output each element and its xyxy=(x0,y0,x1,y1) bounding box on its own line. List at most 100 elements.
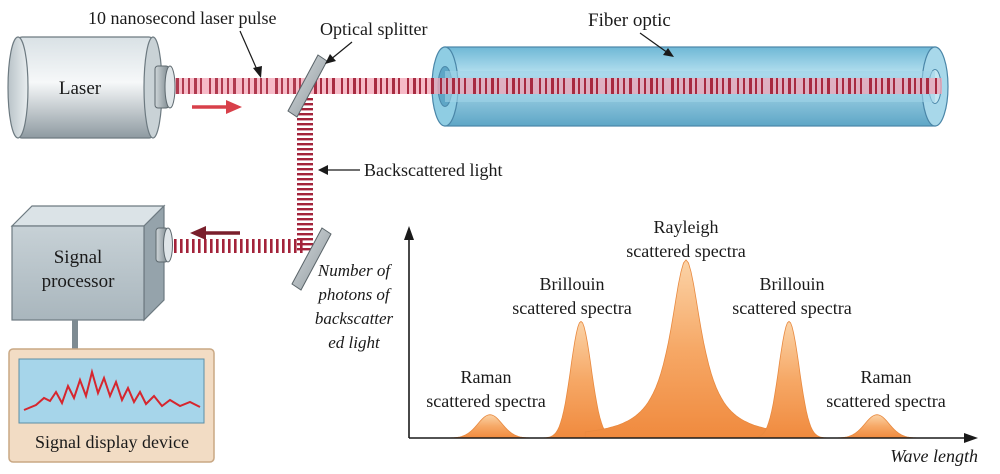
pulse-dash xyxy=(227,78,229,94)
pulse-dash xyxy=(545,78,547,94)
pulse-dash xyxy=(473,78,476,94)
pulse-dash xyxy=(848,78,851,94)
pulse-dash xyxy=(662,78,664,94)
backscatter-dash xyxy=(297,198,313,201)
backscatter-dash xyxy=(297,193,313,196)
backscatter-dash xyxy=(297,178,313,181)
pulse-dash xyxy=(869,78,872,94)
pulse-dash xyxy=(314,78,317,94)
pulse-dash xyxy=(506,78,508,94)
pulse-dash xyxy=(803,78,805,94)
spectrum-label-brillouin-right-line2: scattered spectra xyxy=(732,298,851,318)
pulse-dash xyxy=(638,78,640,94)
return-dash xyxy=(252,239,255,253)
pulse-dash xyxy=(347,78,349,94)
pulse-dash xyxy=(908,78,911,94)
pulse-dash xyxy=(770,78,773,94)
return-dash xyxy=(180,239,183,253)
pulse-dash xyxy=(440,78,442,94)
pulse-dash xyxy=(689,78,692,94)
backscatter-dash xyxy=(297,113,313,116)
laser-device: Laser xyxy=(7,36,176,139)
y-axis-label-line3: backscatter xyxy=(315,309,394,328)
return-beam xyxy=(174,239,303,253)
pulse-dash xyxy=(254,78,257,94)
backscatter-dash xyxy=(297,168,313,171)
spectra-chart: Wave length Number of photons of backsca… xyxy=(315,217,978,466)
pulse-label: 10 nanosecond laser pulse xyxy=(88,8,276,28)
pulse-dash xyxy=(578,78,580,94)
optical-splitter-top xyxy=(287,54,328,118)
pulse-dash xyxy=(248,78,250,94)
pulse-dash xyxy=(275,78,278,94)
backscatter-dash xyxy=(297,103,313,106)
pulse-dash xyxy=(893,78,895,94)
pulse-dash xyxy=(398,78,400,94)
pulse-dash xyxy=(902,78,904,94)
pulse-dash xyxy=(827,78,830,94)
pulse-dash xyxy=(704,78,706,94)
pulse-dash xyxy=(611,78,614,94)
return-dash xyxy=(186,239,189,253)
splitter-callout: Optical splitter xyxy=(320,19,427,64)
pulse-dash xyxy=(794,78,796,94)
pulse-dash xyxy=(419,78,421,94)
pulse-dash xyxy=(407,78,409,94)
pulse-dash xyxy=(737,78,739,94)
pulse-dash xyxy=(233,78,236,94)
spectrum-label-raman-right-line1: Raman xyxy=(861,367,912,387)
pulse-dash xyxy=(485,78,487,94)
spectrum-label-brillouin-left-line2: scattered spectra xyxy=(512,298,631,318)
backscatter-dash xyxy=(297,163,313,166)
backscatter-pointer-icon xyxy=(318,165,328,175)
signal-display-device: Signal display device xyxy=(8,348,215,463)
backscatter-label: Backscattered light xyxy=(364,160,502,180)
spectrum-label-brillouin-right-line1: Brillouin xyxy=(759,274,824,294)
backscatter-dash xyxy=(297,158,313,161)
pulse-dash xyxy=(842,78,844,94)
pulse-dash xyxy=(479,78,481,94)
signal-trace xyxy=(23,368,201,411)
pulse-dash xyxy=(332,78,335,94)
forward-arrow-icon xyxy=(192,100,242,114)
spectrum-label-rayleigh-line1: Rayleigh xyxy=(654,217,719,237)
backscatter-dash xyxy=(297,133,313,136)
y-axis-label-line1: Number of xyxy=(317,261,393,280)
pulse-dash xyxy=(695,78,697,94)
pulse-dash xyxy=(677,78,679,94)
pulse-dash xyxy=(722,78,724,94)
peak-raman-left xyxy=(414,414,566,439)
pulse-dash xyxy=(200,78,202,94)
pulse-dash xyxy=(293,78,296,94)
y-axis-arrow-icon xyxy=(404,226,414,240)
return-dash xyxy=(228,239,231,253)
pulse-dash xyxy=(299,78,301,94)
pulse-dash xyxy=(776,78,778,94)
display-label: Signal display device xyxy=(35,432,189,452)
return-dash xyxy=(270,239,273,253)
pulse-dash xyxy=(920,78,922,94)
x-axis-label: Wave length xyxy=(890,446,978,466)
return-dash xyxy=(288,239,291,253)
pulse-dash xyxy=(359,78,361,94)
pulse-dash xyxy=(446,78,448,94)
return-mirror xyxy=(291,227,332,291)
backscatter-dash xyxy=(297,138,313,141)
pulse-dash xyxy=(392,78,395,94)
pulse-dash xyxy=(716,78,718,94)
pulse-dash xyxy=(728,78,731,94)
processor-label-line1: Signal xyxy=(54,247,103,268)
pulse-dash xyxy=(221,78,223,94)
forward-pulse-dashes xyxy=(176,78,937,94)
backscatter-dash xyxy=(297,188,313,191)
pulse-dash xyxy=(761,78,763,94)
pulse-dash xyxy=(629,78,632,94)
pulse-dash xyxy=(464,78,466,94)
pulse-dash xyxy=(557,78,559,94)
forward-beam xyxy=(172,78,942,94)
backscatter-dash xyxy=(297,123,313,126)
backscatter-callout: Backscattered light xyxy=(318,160,502,180)
backscatter-dash xyxy=(297,228,313,231)
backscatter-dash xyxy=(297,108,313,111)
